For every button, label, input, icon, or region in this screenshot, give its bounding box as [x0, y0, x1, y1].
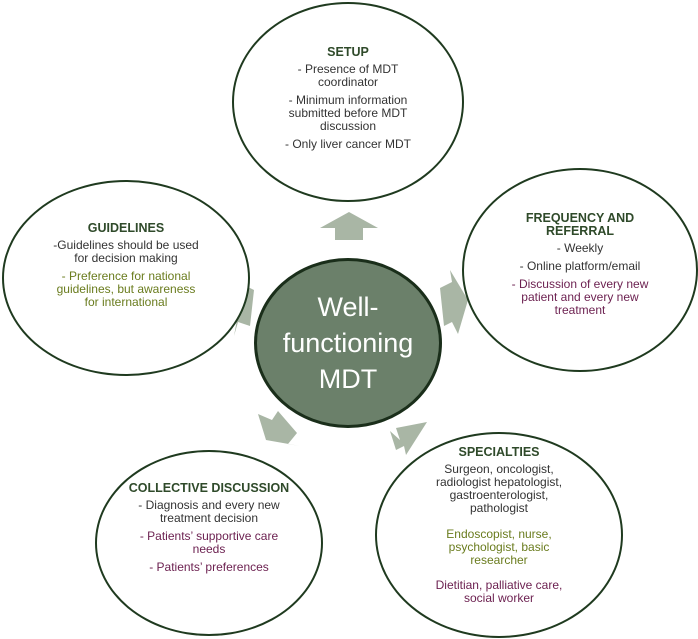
frequency-item-line: - Discussion of every new	[511, 277, 649, 291]
collective-item-line: - Patients’ preferences	[149, 560, 269, 574]
specialties-group-line: Dietitian, palliative care,	[435, 578, 563, 592]
collective-item: - Patients’ supportive care needs	[112, 530, 306, 556]
frequency-text: FREQUENCY AND REFERRAL - Weekly - Online…	[490, 212, 670, 317]
center-label-line: Well-	[317, 292, 379, 322]
center-label-line: MDT	[318, 364, 378, 394]
collective-item-line: treatment decision	[159, 511, 259, 525]
collective-oval	[95, 450, 323, 636]
specialties-oval	[375, 432, 623, 638]
specialties-group-line: social worker	[463, 591, 535, 605]
setup-title: SETUP	[327, 45, 369, 59]
specialties-group: Endoscopist, nurse, psychologist, basic …	[408, 528, 590, 567]
frequency-item-line: patient and every new	[521, 290, 639, 304]
setup-item-line: submitted before MDT	[288, 106, 408, 120]
specialties-group-line: pathologist	[469, 501, 529, 515]
guidelines-item-line: -Guidelines should be used	[53, 238, 199, 252]
guidelines-item-line: guidelines, but awareness	[56, 282, 196, 296]
specialties-group-line: gastroenterologist,	[449, 488, 549, 502]
specialties-group-line: Surgeon, oncologist,	[444, 462, 554, 476]
collective-text: COLLECTIVE DISCUSSION - Diagnosis and ev…	[112, 482, 306, 574]
guidelines-text: GUIDELINES -Guidelines should be used fo…	[34, 222, 218, 309]
guidelines-item: -Guidelines should be used for decision …	[34, 239, 218, 265]
center-oval: Well- functioning MDT	[254, 258, 442, 428]
setup-item-line: - Minimum information	[288, 93, 408, 107]
frequency-item-line: - Weekly	[556, 241, 604, 255]
setup-item: - Only liver cancer MDT	[262, 138, 434, 151]
frequency-item-line: treatment	[554, 303, 606, 317]
guidelines-item: - Preference for national guidelines, bu…	[34, 270, 218, 309]
frequency-item: - Online platform/email	[490, 260, 670, 273]
guidelines-oval	[2, 180, 250, 376]
setup-item-line: coordinator	[317, 75, 379, 89]
arrow-to-specialties	[390, 422, 427, 455]
setup-item-line: discussion	[319, 119, 377, 133]
arrow-to-setup	[320, 212, 378, 240]
setup-item: - Presence of MDT coordinator	[262, 63, 434, 89]
arrow-to-collective	[258, 411, 300, 446]
guidelines-item-line: for international	[84, 295, 168, 309]
frequency-item: - Discussion of every new patient and ev…	[490, 278, 670, 317]
specialties-group: Dietitian, palliative care, social worke…	[408, 579, 590, 605]
frequency-title: FREQUENCY AND REFERRAL	[490, 212, 670, 238]
specialties-group-line: radiologist hepatologist,	[435, 475, 563, 489]
frequency-oval	[462, 168, 698, 372]
frequency-title-line: FREQUENCY AND	[525, 211, 635, 225]
specialties-text: SPECIALTIES Surgeon, oncologist, radiolo…	[408, 446, 590, 605]
setup-oval	[232, 2, 464, 202]
specialties-group-line: psychologist, basic	[448, 540, 550, 554]
guidelines-title: GUIDELINES	[87, 221, 165, 235]
center-label-line: functioning	[282, 328, 414, 358]
center-label: Well- functioning MDT	[278, 289, 418, 397]
specialties-group-line: Endoscopist, nurse,	[446, 527, 552, 541]
collective-item: - Patients’ preferences	[112, 561, 306, 574]
setup-item-line: - Presence of MDT	[297, 62, 399, 76]
collective-item-line: - Patients’ supportive care	[139, 529, 279, 543]
guidelines-item-line: for decision making	[74, 251, 178, 265]
collective-item-line: needs	[192, 542, 226, 556]
guidelines-item-line: - Preference for national	[61, 269, 191, 283]
arrow-to-frequency	[440, 270, 468, 334]
collective-item-line: - Diagnosis and every new	[138, 498, 280, 512]
setup-item-line: - Only liver cancer MDT	[284, 137, 412, 151]
specialties-title: SPECIALTIES	[458, 445, 540, 459]
specialties-group-line: researcher	[470, 553, 528, 567]
frequency-item: - Weekly	[490, 242, 670, 255]
setup-item: - Minimum information submitted before M…	[262, 94, 434, 133]
frequency-title-line: REFERRAL	[545, 224, 615, 238]
collective-item: - Diagnosis and every new treatment deci…	[112, 499, 306, 525]
collective-title: COLLECTIVE DISCUSSION	[128, 481, 290, 495]
setup-text: SETUP - Presence of MDT coordinator - Mi…	[262, 46, 434, 151]
frequency-item-line: - Online platform/email	[519, 259, 641, 273]
specialties-group: Surgeon, oncologist, radiologist hepatol…	[408, 463, 590, 515]
